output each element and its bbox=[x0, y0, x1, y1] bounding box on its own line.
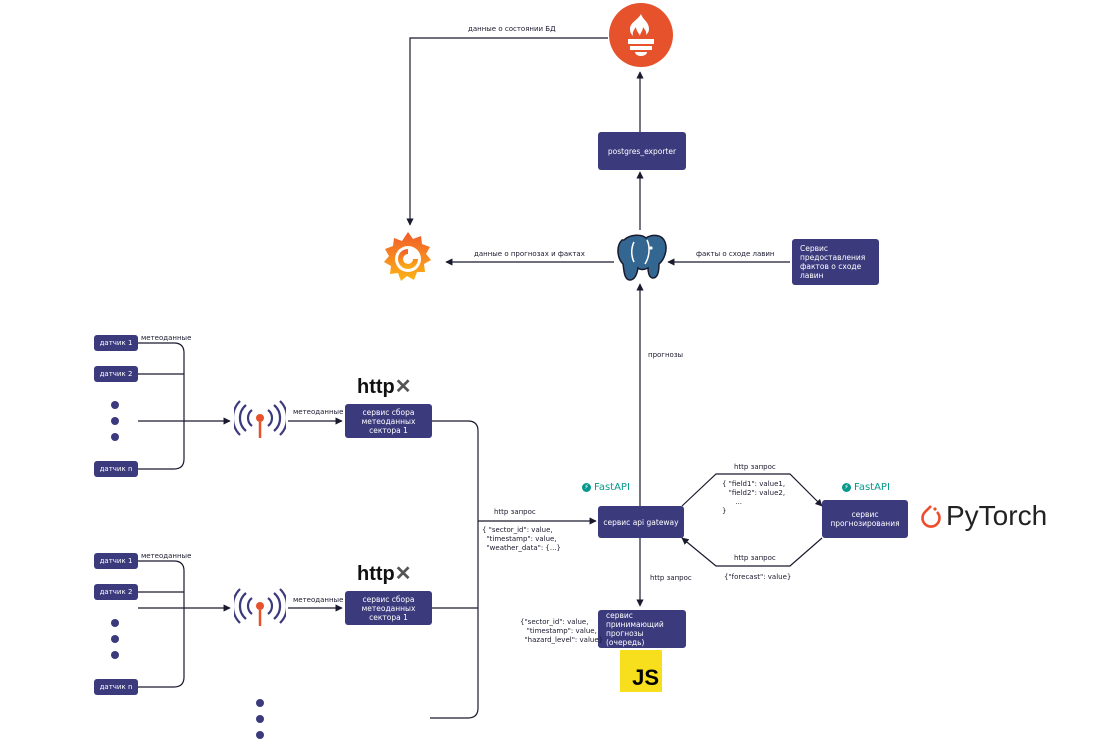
label-meteo-2: метеоданные bbox=[293, 408, 344, 416]
sensor-1-group-2[interactable]: датчик 1 bbox=[94, 553, 138, 569]
bus-sensors-2 bbox=[138, 560, 185, 688]
httpx-logo-1: http✕ bbox=[357, 376, 412, 398]
api-gateway-node[interactable]: сервис api gateway bbox=[598, 506, 684, 538]
label-gateway-payload: { "sector_id": value, "timestamp": value… bbox=[482, 526, 562, 552]
label-meteo-3: метеоданные bbox=[141, 552, 192, 560]
fastapi-logo-2: ⚡ FastAPI bbox=[842, 482, 890, 493]
httpx-x-icon: ✕ bbox=[394, 376, 412, 398]
label-http-request-gateway: http запрос bbox=[494, 508, 536, 516]
sensor-n-group-1[interactable]: датчик n bbox=[94, 461, 138, 477]
label-forecasts: прогнозы bbox=[648, 351, 684, 359]
label-queue-payload: {"sector_id": value, "timestamp": value,… bbox=[520, 618, 604, 644]
label-forecasts-facts: данные о прогнозах и фактах bbox=[474, 250, 585, 258]
meteo-collector-2-node[interactable]: сервис сбора метеоданных сектора 1 bbox=[345, 591, 432, 625]
ellipsis-dot bbox=[111, 651, 119, 659]
label-meteo-4: метеоданные bbox=[293, 596, 344, 604]
edge-gateway-forecast bbox=[681, 473, 823, 507]
meteo-collector-1-node[interactable]: сервис сбора метеоданных сектора 1 bbox=[345, 404, 432, 438]
pytorch-logo: PyTorch bbox=[920, 500, 1047, 532]
httpx-logo-2: http✕ bbox=[357, 563, 412, 585]
postgresql-logo-icon bbox=[617, 234, 667, 281]
sensor-2-group-1[interactable]: датчик 2 bbox=[94, 366, 138, 382]
label-http-request-forecast: http запрос bbox=[734, 463, 776, 471]
ellipsis-dot bbox=[111, 619, 119, 627]
postgres-exporter-node[interactable]: postgres_exporter bbox=[598, 132, 686, 170]
javascript-logo-icon: JS bbox=[620, 650, 662, 692]
ellipsis-dot bbox=[256, 731, 264, 739]
sensor-n-group-2[interactable]: датчик n bbox=[94, 679, 138, 695]
label-http-request-return: http запрос bbox=[734, 554, 776, 562]
label-field-payload: { "field1": value1, "field2": value2, ..… bbox=[722, 480, 786, 515]
ellipsis-dot bbox=[256, 715, 264, 723]
label-meteo-1: метеоданные bbox=[141, 334, 192, 342]
forecast-queue-service-node[interactable]: сервис принимающий прогнозы (очередь) bbox=[598, 610, 686, 648]
forecast-service-node[interactable]: сервис прогнозирования bbox=[822, 500, 908, 538]
edge-prometheus-grafana bbox=[406, 37, 608, 226]
ellipsis-dot bbox=[111, 635, 119, 643]
bus-collectors bbox=[430, 420, 479, 719]
pytorch-flame-icon bbox=[921, 505, 941, 528]
fastapi-logo-1: ⚡ FastAPI bbox=[582, 482, 630, 493]
edge-forecast-gateway bbox=[681, 537, 823, 567]
prometheus-logo-icon bbox=[609, 3, 673, 67]
antenna-2-icon bbox=[234, 588, 286, 626]
ellipsis-dot bbox=[111, 401, 119, 409]
avalanche-facts-service-node[interactable]: Сервис предоставления фактов о сходе лав… bbox=[792, 239, 879, 285]
grafana-logo-icon bbox=[384, 232, 431, 281]
label-avalanche-facts: факты о сходе лавин bbox=[696, 250, 775, 258]
sensor-2-group-2[interactable]: датчик 2 bbox=[94, 584, 138, 600]
bus-sensors-1 bbox=[138, 342, 185, 470]
label-db-state: данные о состоянии БД bbox=[468, 25, 556, 33]
label-forecast-payload: {"forecast": value} bbox=[724, 573, 792, 581]
httpx-x-icon: ✕ bbox=[394, 563, 412, 585]
label-http-request-queue: http запрос bbox=[650, 574, 692, 582]
lightning-icon: ⚡ bbox=[842, 483, 851, 492]
antenna-1-icon bbox=[234, 400, 286, 438]
ellipsis-dot bbox=[256, 699, 264, 707]
ellipsis-dot bbox=[111, 433, 119, 441]
sensor-1-group-1[interactable]: датчик 1 bbox=[94, 335, 138, 351]
ellipsis-dot bbox=[111, 417, 119, 425]
lightning-icon: ⚡ bbox=[582, 483, 591, 492]
